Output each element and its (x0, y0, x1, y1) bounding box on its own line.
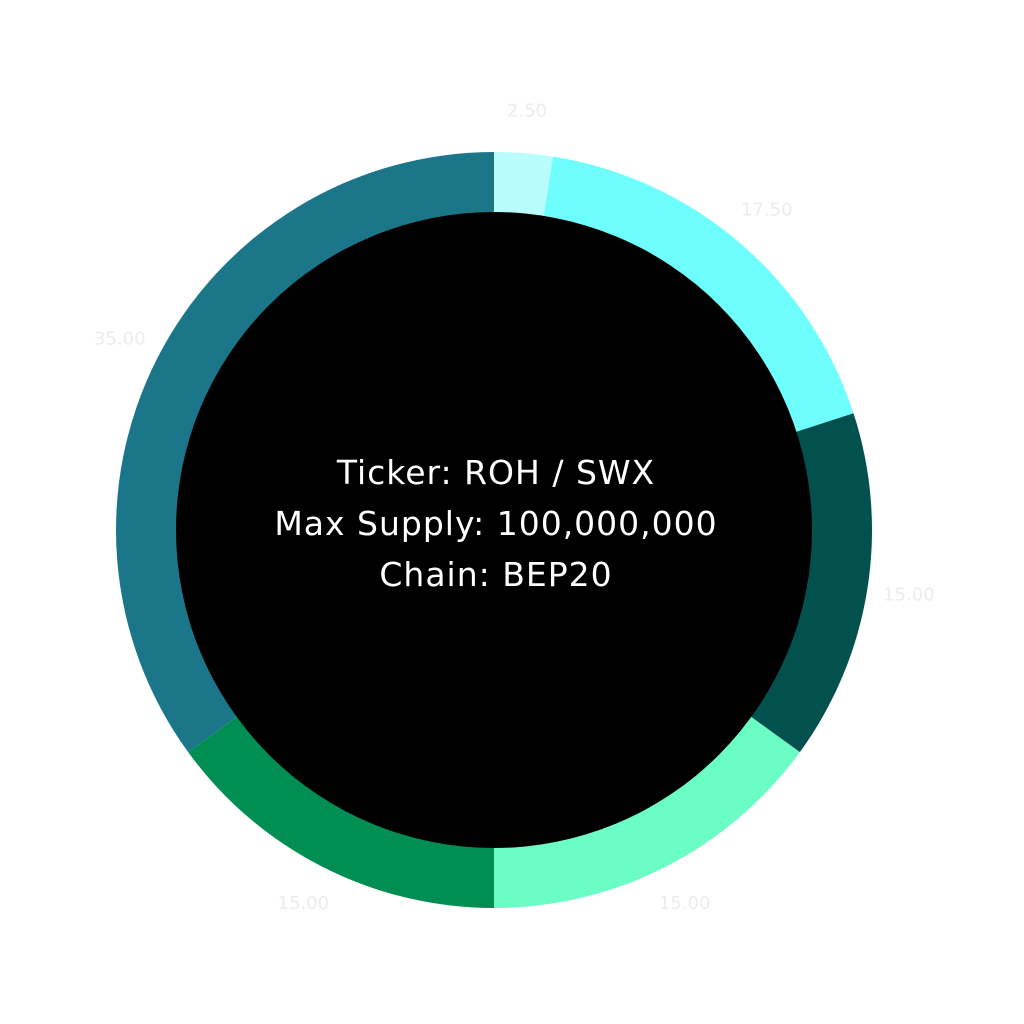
slice-labels-group: 2.50 17.50 15.00 15.00 15.00 35.00 (94, 100, 935, 914)
center-info: Ticker: ROH / SWX Max Supply: 100,000,00… (274, 453, 717, 594)
center-text-max-supply: Max Supply: 100,000,000 (274, 504, 717, 543)
center-text-chain: Chain: BEP20 (379, 555, 612, 594)
slice-label-4: 15.00 (278, 893, 330, 914)
slice-label-3: 15.00 (659, 893, 711, 914)
donut-center (176, 212, 812, 848)
center-text-ticker: Ticker: ROH / SWX (336, 453, 655, 492)
slice-label-5: 35.00 (94, 328, 146, 349)
slice-label-1: 17.50 (741, 200, 793, 221)
slice-label-2: 15.00 (883, 585, 935, 606)
slice-label-0: 2.50 (507, 100, 547, 121)
